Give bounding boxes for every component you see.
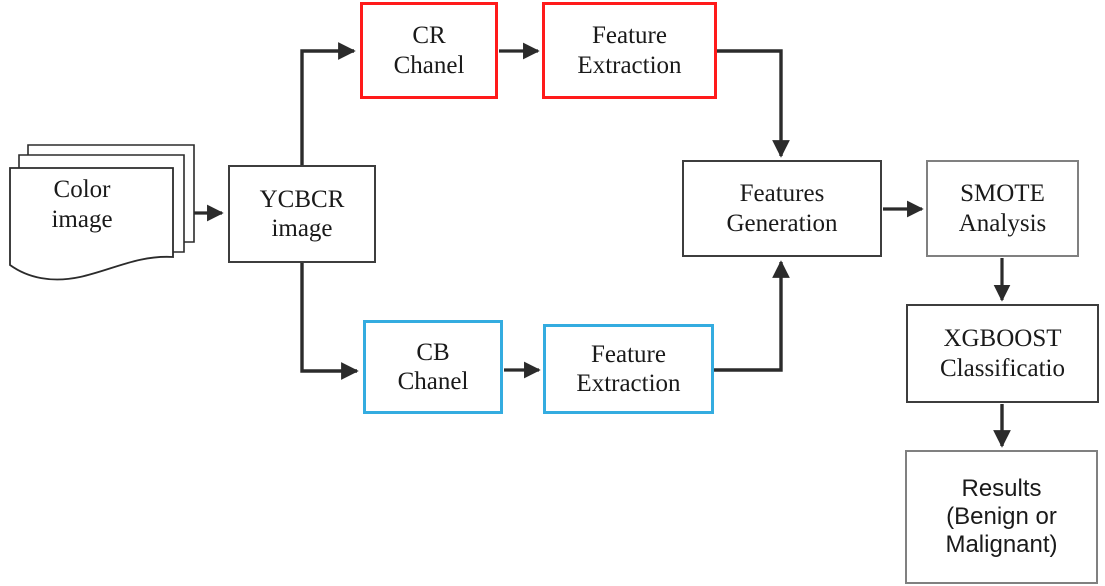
node-xgboost-classification-label: XGBOOST Classificatio [940,325,1065,382]
node-cr-feature-extraction-label: Feature Extraction [577,22,682,79]
node-cb-feature-extraction[interactable]: Feature Extraction [543,324,714,414]
edge-ycbcr-to-cb-chanel [300,260,359,380]
node-ycbcr-image-label: YCBCR image [259,185,345,243]
edge-cr-feature-extraction-to-features-generation [716,49,790,158]
node-cb-chanel-label: CB Chanel [397,338,469,396]
node-smote-analysis-label: SMOTE Analysis [958,180,1047,237]
node-results-label: Results (Benign or Malignant) [945,474,1058,559]
node-cb-feature-extraction-label: Feature Extraction [576,340,681,398]
node-cb-chanel[interactable]: CB Chanel [363,320,503,414]
node-xgboost-classification[interactable]: XGBOOST Classificatio [906,304,1099,403]
node-features-generation-label: Features Generation [726,180,838,237]
edge-ycbcr-to-cr-chanel [300,42,356,166]
node-smote-analysis[interactable]: SMOTE Analysis [926,160,1079,257]
color-image-document-stack [8,142,198,282]
node-cr-chanel[interactable]: CR Chanel [360,2,498,99]
node-ycbcr-image[interactable]: YCBCR image [228,165,376,263]
node-results[interactable]: Results (Benign or Malignant) [905,450,1098,584]
node-cr-feature-extraction[interactable]: Feature Extraction [542,2,717,99]
edge-cb-feature-extraction-to-features-generation [713,260,790,372]
color-image-label: Color image [51,176,113,233]
node-cr-chanel-label: CR Chanel [393,22,465,79]
node-features-generation[interactable]: Features Generation [682,160,882,257]
